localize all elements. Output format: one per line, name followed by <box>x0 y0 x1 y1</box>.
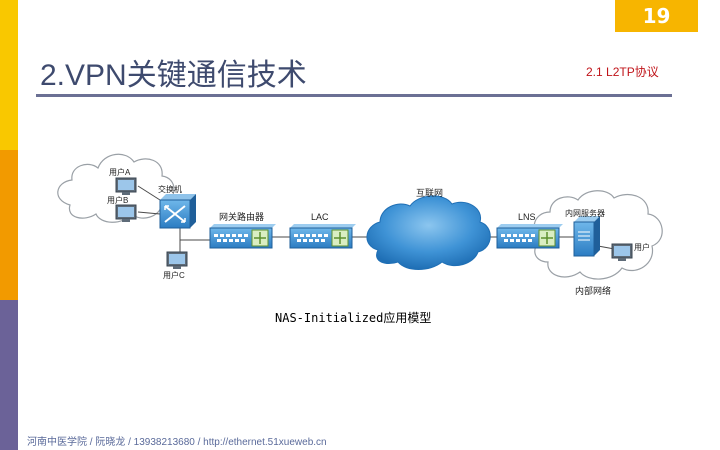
link-user-b-switch <box>137 211 161 215</box>
label-user-c: 用户C <box>163 270 185 280</box>
pc-user-b-icon <box>115 204 137 222</box>
link-user-a-switch <box>137 185 161 201</box>
pc-intranet-user-icon <box>611 243 633 261</box>
label-internet: 互联网 <box>416 188 443 198</box>
pc-user-a-icon <box>115 177 137 195</box>
gateway-router-icon <box>209 224 276 249</box>
pc-user-c-icon <box>166 251 188 269</box>
internet-cloud <box>366 195 491 270</box>
side-bar-orange <box>0 150 18 300</box>
intranet-server-icon <box>573 216 600 257</box>
title-divider <box>36 94 672 97</box>
side-bar-purple <box>0 300 18 450</box>
footer-text: 河南中医学院 / 阮晓龙 / 13938213680 / http://ethe… <box>27 437 327 448</box>
label-intranet-user: 用户 <box>634 242 650 252</box>
label-intranet: 内部网络 <box>575 285 611 296</box>
switch-icon <box>159 194 196 229</box>
page-number: 19 <box>615 0 698 32</box>
label-lns: LNS <box>518 212 536 222</box>
side-bar-yellow <box>0 0 18 150</box>
label-intranet-server: 内网服务器 <box>565 208 605 218</box>
label-user-a: 用户A <box>109 167 131 177</box>
diagram-caption: NAS-Initialized应用模型 <box>275 311 432 325</box>
lac-device-icon <box>289 224 356 249</box>
label-lac: LAC <box>311 212 329 222</box>
slide-title: 2.VPN关键通信技术 <box>40 59 307 92</box>
label-gateway-router: 网关路由器 <box>219 211 264 222</box>
slide-subtitle: 2.1 L2TP协议 <box>586 65 659 79</box>
label-switch: 交换机 <box>158 184 182 194</box>
label-user-b: 用户B <box>107 195 128 205</box>
lns-device-icon <box>496 224 563 249</box>
